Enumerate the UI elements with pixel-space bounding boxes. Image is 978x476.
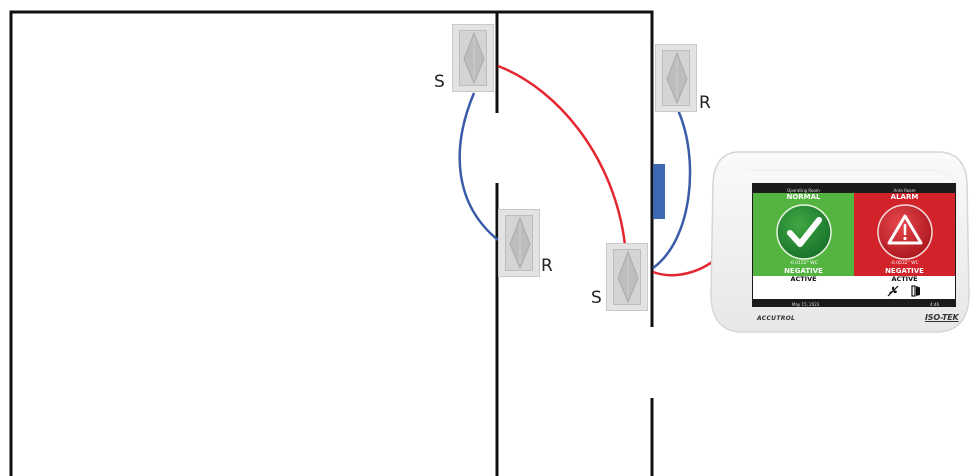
- left-room-caption: Operating Room: [753, 188, 854, 193]
- room-walls: [9, 10, 654, 476]
- isotek-logo: ISO-TEK: [925, 313, 959, 322]
- left-mode: ACTIVE: [753, 276, 854, 283]
- check-icon: [775, 204, 832, 260]
- room-pressure-monitor: Operating Room NORMAL -0.0152" WC NEGATI…: [707, 148, 971, 336]
- sensor-s-lower: [606, 243, 648, 311]
- left-blank: [753, 283, 854, 299]
- sensor-label-r-upper: R: [699, 93, 711, 113]
- monitor-screen: Operating Room NORMAL -0.0152" WC NEGATI…: [752, 183, 956, 307]
- blue-wire-right: [652, 109, 692, 270]
- left-status-text: NORMAL: [786, 193, 821, 201]
- left-room-panel: Operating Room NORMAL -0.0152" WC NEGATI…: [753, 188, 854, 299]
- fan-off-icon: [887, 285, 899, 297]
- door-marker: [653, 164, 665, 219]
- sensor-label-s-lower: S: [591, 288, 602, 308]
- sensor-label-r-lower: R: [541, 256, 553, 276]
- right-mode: ACTIVE: [854, 276, 955, 283]
- right-status-area: ALARM -0.0032" WC NEGATIVE: [854, 193, 955, 276]
- footer-date: May 15, 2023: [792, 302, 820, 307]
- accutrol-logo: ACCUTROL: [757, 315, 796, 322]
- right-status-text: ALARM: [890, 193, 919, 201]
- sensor-s-upper: [452, 24, 494, 92]
- left-pressure-value: -0.0152" WC: [789, 261, 818, 266]
- right-polarity: NEGATIVE: [885, 267, 924, 275]
- sensor-label-s-upper: S: [434, 72, 445, 92]
- outer-wall: [9, 10, 654, 476]
- footer-time: 4:46: [930, 302, 939, 307]
- right-room-caption: Ante Room: [854, 188, 955, 193]
- door-open-icon: [911, 285, 920, 297]
- right-icons-row: [854, 283, 955, 299]
- left-status-area: NORMAL -0.0152" WC NEGATIVE: [753, 193, 854, 276]
- sensor-r-lower: [498, 209, 540, 277]
- blue-wire-left: [458, 92, 499, 241]
- right-pressure-value: -0.0032" WC: [890, 261, 919, 266]
- sensor-wires: [458, 64, 717, 277]
- sensor-r-upper: [655, 44, 697, 112]
- right-room-panel: Ante Room ALARM -0.0032" WC N: [854, 188, 955, 299]
- alarm-warning-icon: [876, 204, 933, 260]
- left-polarity: NEGATIVE: [784, 267, 823, 275]
- red-wire-cross: [497, 64, 627, 246]
